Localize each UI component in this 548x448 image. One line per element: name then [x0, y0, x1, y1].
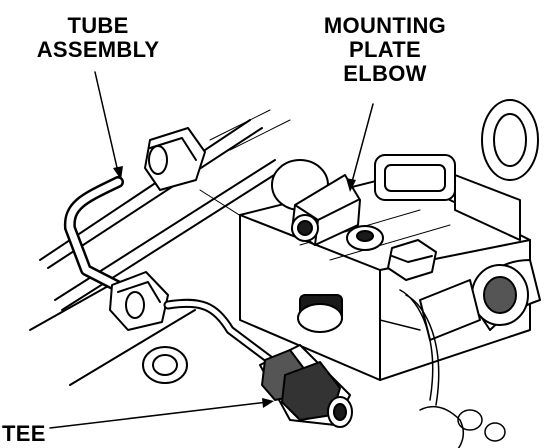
wiring	[379, 289, 506, 448]
tube-assembly-label: TUBE ASSEMBLY	[18, 14, 178, 62]
tee-label: TEE	[2, 421, 46, 446]
tube-assembly-label-line2: ASSEMBLY	[36, 37, 160, 62]
mounting-plate-elbow-label-line1: MOUNTING	[323, 13, 447, 38]
tube-assembly-label-line1: TUBE	[67, 13, 129, 38]
tee-fitting	[259, 344, 353, 428]
tube-assembly	[63, 127, 206, 331]
mounting-plate-elbow-label-line3: ELBOW	[343, 61, 427, 86]
leader-lines	[49, 71, 374, 429]
knurled-knob	[297, 294, 343, 333]
small-tube	[142, 298, 275, 384]
mounting-plate-elbow	[271, 159, 361, 246]
right-fittings	[374, 99, 541, 341]
leader-tee	[49, 401, 269, 429]
mounting-plate-elbow-label-line2: PLATE	[349, 37, 421, 62]
arrow-mounting-plate-elbow	[346, 178, 356, 192]
arrow-tee	[262, 398, 274, 408]
block-caps	[346, 225, 437, 281]
mounting-plate-elbow-label: MOUNTING PLATE ELBOW	[300, 14, 470, 86]
leader-mounting-plate-elbow	[351, 103, 374, 183]
leader-tube-assembly	[94, 71, 119, 173]
arrow-tube-assembly	[113, 166, 123, 180]
